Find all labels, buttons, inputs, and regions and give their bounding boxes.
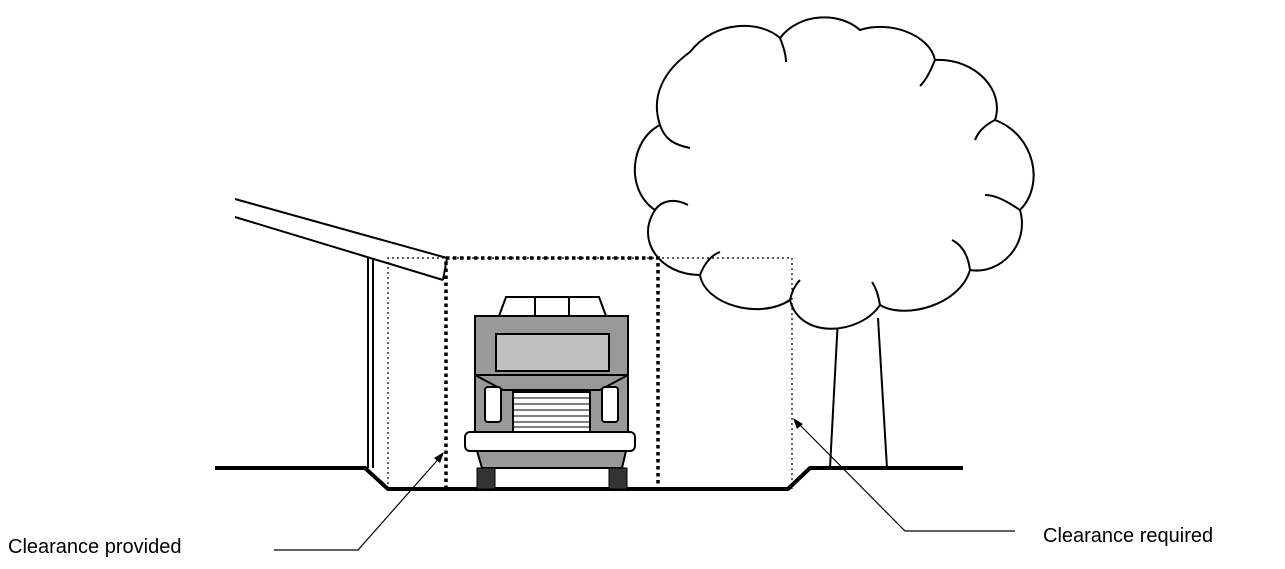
clearance-required-label: Clearance required — [1043, 525, 1214, 547]
truck-wheel-right — [608, 467, 628, 490]
tree-crown-detail-7 — [984, 194, 1021, 211]
tree-crown-detail-9 — [919, 59, 936, 87]
roof-bottom-line — [234, 216, 444, 281]
clearance-required-outline — [387, 257, 793, 489]
truck-roof-cab — [497, 296, 608, 317]
arrowhead-provided — [434, 452, 444, 463]
clearance-provided-outline — [444, 256, 660, 489]
tree-crown-detail-4 — [789, 279, 801, 301]
clearance-provided-label: Clearance provided — [8, 536, 182, 558]
tree-crown — [633, 16, 1035, 330]
truck-hood — [474, 374, 629, 391]
truck-windshield — [495, 333, 610, 372]
tree-crown-detail-2 — [654, 199, 689, 211]
leader-line-provided — [274, 454, 443, 551]
tree — [633, 16, 1035, 469]
tree-crown-detail-6 — [951, 239, 971, 271]
ground-line — [215, 466, 963, 491]
tree-crown-detail-5 — [871, 281, 881, 306]
tree-crown-detail-1 — [659, 124, 691, 149]
leader-line-required — [794, 419, 1015, 532]
truck-headlight-left — [484, 386, 502, 423]
tree-crown-detail-8 — [974, 119, 996, 141]
tree-trunk-right — [877, 317, 888, 469]
house — [234, 198, 448, 468]
truck — [464, 296, 636, 490]
tree-crown-detail-10 — [779, 37, 787, 63]
truck-headlight-right — [601, 386, 619, 423]
truck-lower-body — [475, 450, 628, 469]
tree-trunk-left — [829, 317, 839, 469]
roof-top-line — [234, 198, 448, 259]
arrowhead-required — [793, 418, 803, 429]
tree-crown-detail-3 — [699, 251, 721, 276]
truck-bumper — [464, 431, 636, 452]
truck-wheel-left — [476, 467, 496, 490]
